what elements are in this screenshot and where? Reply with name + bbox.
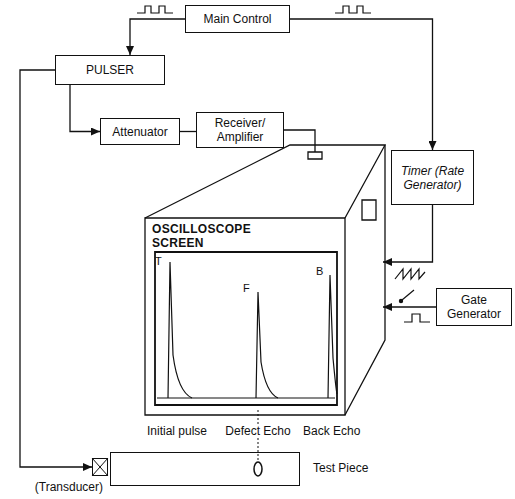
node-label: Timer (Rate Generator) — [392, 164, 473, 192]
screen-frame — [155, 252, 337, 405]
trace-letter: B — [315, 264, 324, 278]
test-piece: Test Piece — [110, 452, 300, 486]
signal-line — [383, 306, 436, 307]
node-label: Gate Generator — [437, 293, 511, 321]
switch-symbol — [402, 290, 414, 300]
oscilloscope: OSCILLOSCOPE SCREEN — [140, 140, 390, 422]
control-box: Main Control — [185, 5, 290, 33]
side-face — [345, 145, 385, 415]
receiver-box: Receiver/ Amplifier — [196, 112, 284, 148]
trace-letter: T — [154, 254, 163, 268]
node-label: Test Piece — [313, 461, 368, 475]
gate-generator-box: Gate Generator — [436, 288, 512, 326]
node-label: OSCILLOSCOPE SCREEN — [152, 222, 277, 250]
pulse-train-symbol — [137, 6, 173, 13]
trace-caption: Back Echo — [302, 424, 361, 438]
node-label: Receiver/ Amplifier — [197, 116, 283, 144]
node-label: PULSER — [83, 63, 137, 77]
trace-caption: Initial pulse — [146, 424, 208, 438]
node-label: Main Control — [200, 12, 274, 26]
side-socket — [362, 200, 376, 220]
node-label: Attenuator — [109, 125, 170, 139]
transducer-cross — [92, 458, 108, 476]
defect-echo-trace — [256, 292, 278, 398]
oscilloscope-outline — [140, 140, 390, 422]
screen-baseline — [157, 398, 335, 399]
input-socket — [308, 152, 322, 159]
signal-line — [284, 130, 315, 152]
pulser-box: PULSER — [55, 55, 165, 85]
signal-line — [130, 19, 185, 55]
defect-symbol — [254, 462, 262, 476]
node-label: (Transducer) — [35, 480, 103, 494]
signal-line — [180, 131, 196, 132]
signal-line — [383, 205, 433, 262]
switch-contact — [399, 299, 402, 302]
transducer: (Transducer) — [92, 458, 108, 476]
sawtooth-symbol — [395, 269, 425, 279]
pulse-train-symbol — [335, 6, 371, 13]
initial-pulse-trace — [168, 262, 192, 398]
timer-box: Timer (Rate Generator) — [391, 150, 474, 205]
front-face — [145, 218, 345, 415]
trace-caption: Defect Echo — [224, 424, 291, 438]
back-echo-trace — [328, 275, 337, 398]
gate-pulse-symbol — [404, 314, 430, 322]
signal-line — [20, 70, 92, 467]
top-face — [145, 145, 385, 218]
signal-line — [70, 85, 100, 132]
trace-letter: F — [242, 281, 251, 295]
attenuator-box: Attenuator — [100, 118, 180, 145]
